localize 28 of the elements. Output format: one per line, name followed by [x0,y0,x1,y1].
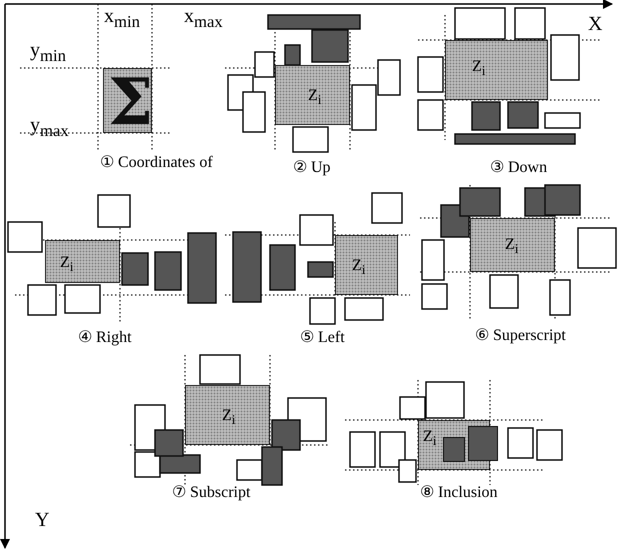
caption: ③ Down [490,160,548,176]
caption: ⑦ Subscript [172,485,250,501]
axis-label: y$_{min}$ [30,40,66,65]
caption: ⑤ Left [300,330,345,346]
sigma-symbol: Σ [108,71,154,135]
box-label: Z$_{i}$ [308,88,322,107]
caption: ② Up [293,160,331,176]
object-box [445,40,548,100]
box-label: Z$_{i}$ [423,429,436,448]
caption: ⑥ Superscript [475,328,566,344]
box-label: Z$_{i}$ [222,408,236,427]
object-box [185,385,270,445]
caption: ④ Right [78,330,132,346]
axis-label: x$_{min}$ [104,6,140,31]
caption: ① Coordinates of [100,155,213,171]
axis-label: x$_{max}$ [184,6,223,31]
object-box [335,235,398,295]
box-label: Z$_{i}$ [60,255,74,274]
axis-label: Y [35,510,50,530]
axis-label: X [588,14,602,34]
box-label: Z$_{i}$ [472,59,486,78]
box-label: Z$_{i}$ [352,258,366,277]
axis-label: y$_{max}$ [30,115,69,140]
object-box [275,65,350,125]
object-box [470,218,555,272]
object-box [45,240,120,283]
caption: ⑧ Inclusion [420,485,498,501]
box-label: Z$_{i}$ [505,237,518,256]
